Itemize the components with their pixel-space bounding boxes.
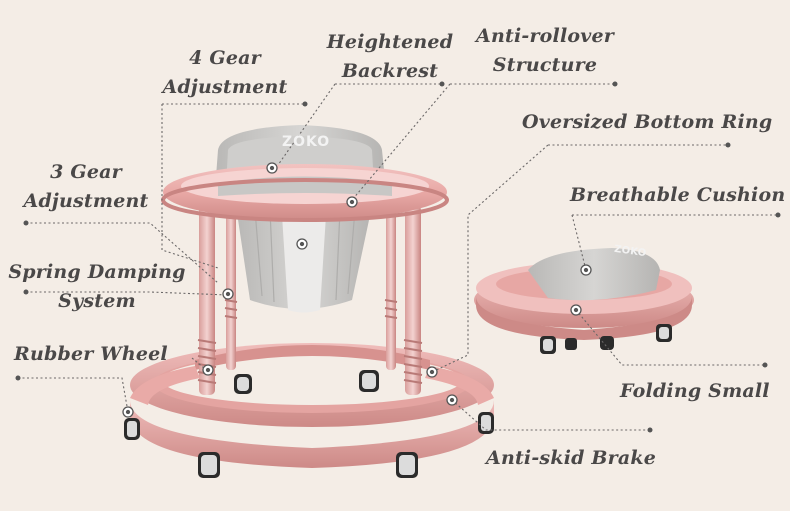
gear4-line1: 4 Gear [189,47,261,69]
gear3-adjustment-label: 3 Gear Adjustment [22,160,150,213]
front-wheels [124,412,494,478]
tray [161,164,449,222]
anti-rollover-label: Anti-rollover Structure [464,24,626,77]
anti-skid-brake-label: Anti-skid Brake [486,447,657,469]
springs [197,299,423,384]
folded-walker [474,248,694,354]
rollover-line2: Structure [492,54,598,76]
target-markers [122,162,592,418]
rear-wheels [234,370,379,394]
breathable-cushion-label: Breathable Cushion [570,184,786,206]
marker-dots [15,81,781,433]
spring-damping-label: Spring Damping System [8,260,186,313]
heightened-backrest-label: Heightened Backrest [322,30,458,83]
oversized-bottom-ring-label: Oversized Bottom Ring [522,111,773,133]
backrest-line2: Backrest [341,60,439,82]
folded-seat-logo: ZOKO [613,243,648,260]
rollover-line1: Anti-rollover [476,25,614,47]
main-walker [124,125,494,478]
folded-wheels [540,324,672,354]
folding-small-label: Folding Small [620,380,770,402]
seat-logo: ZOKO [282,134,331,150]
gear3-line1: 3 Gear [50,161,122,183]
gear3-line2: Adjustment [23,190,149,212]
spring-line2: System [58,290,136,312]
gear4-line2: Adjustment [162,76,288,98]
leader-lines [18,83,778,431]
backrest-line1: Heightened [326,31,454,53]
spring-line1: Spring Damping [8,261,186,283]
rubber-wheel-label: Rubber Wheel [14,343,168,365]
bottom-ring-front [130,400,494,468]
gear4-adjustment-label: 4 Gear Adjustment [160,46,290,99]
legs [199,205,421,395]
